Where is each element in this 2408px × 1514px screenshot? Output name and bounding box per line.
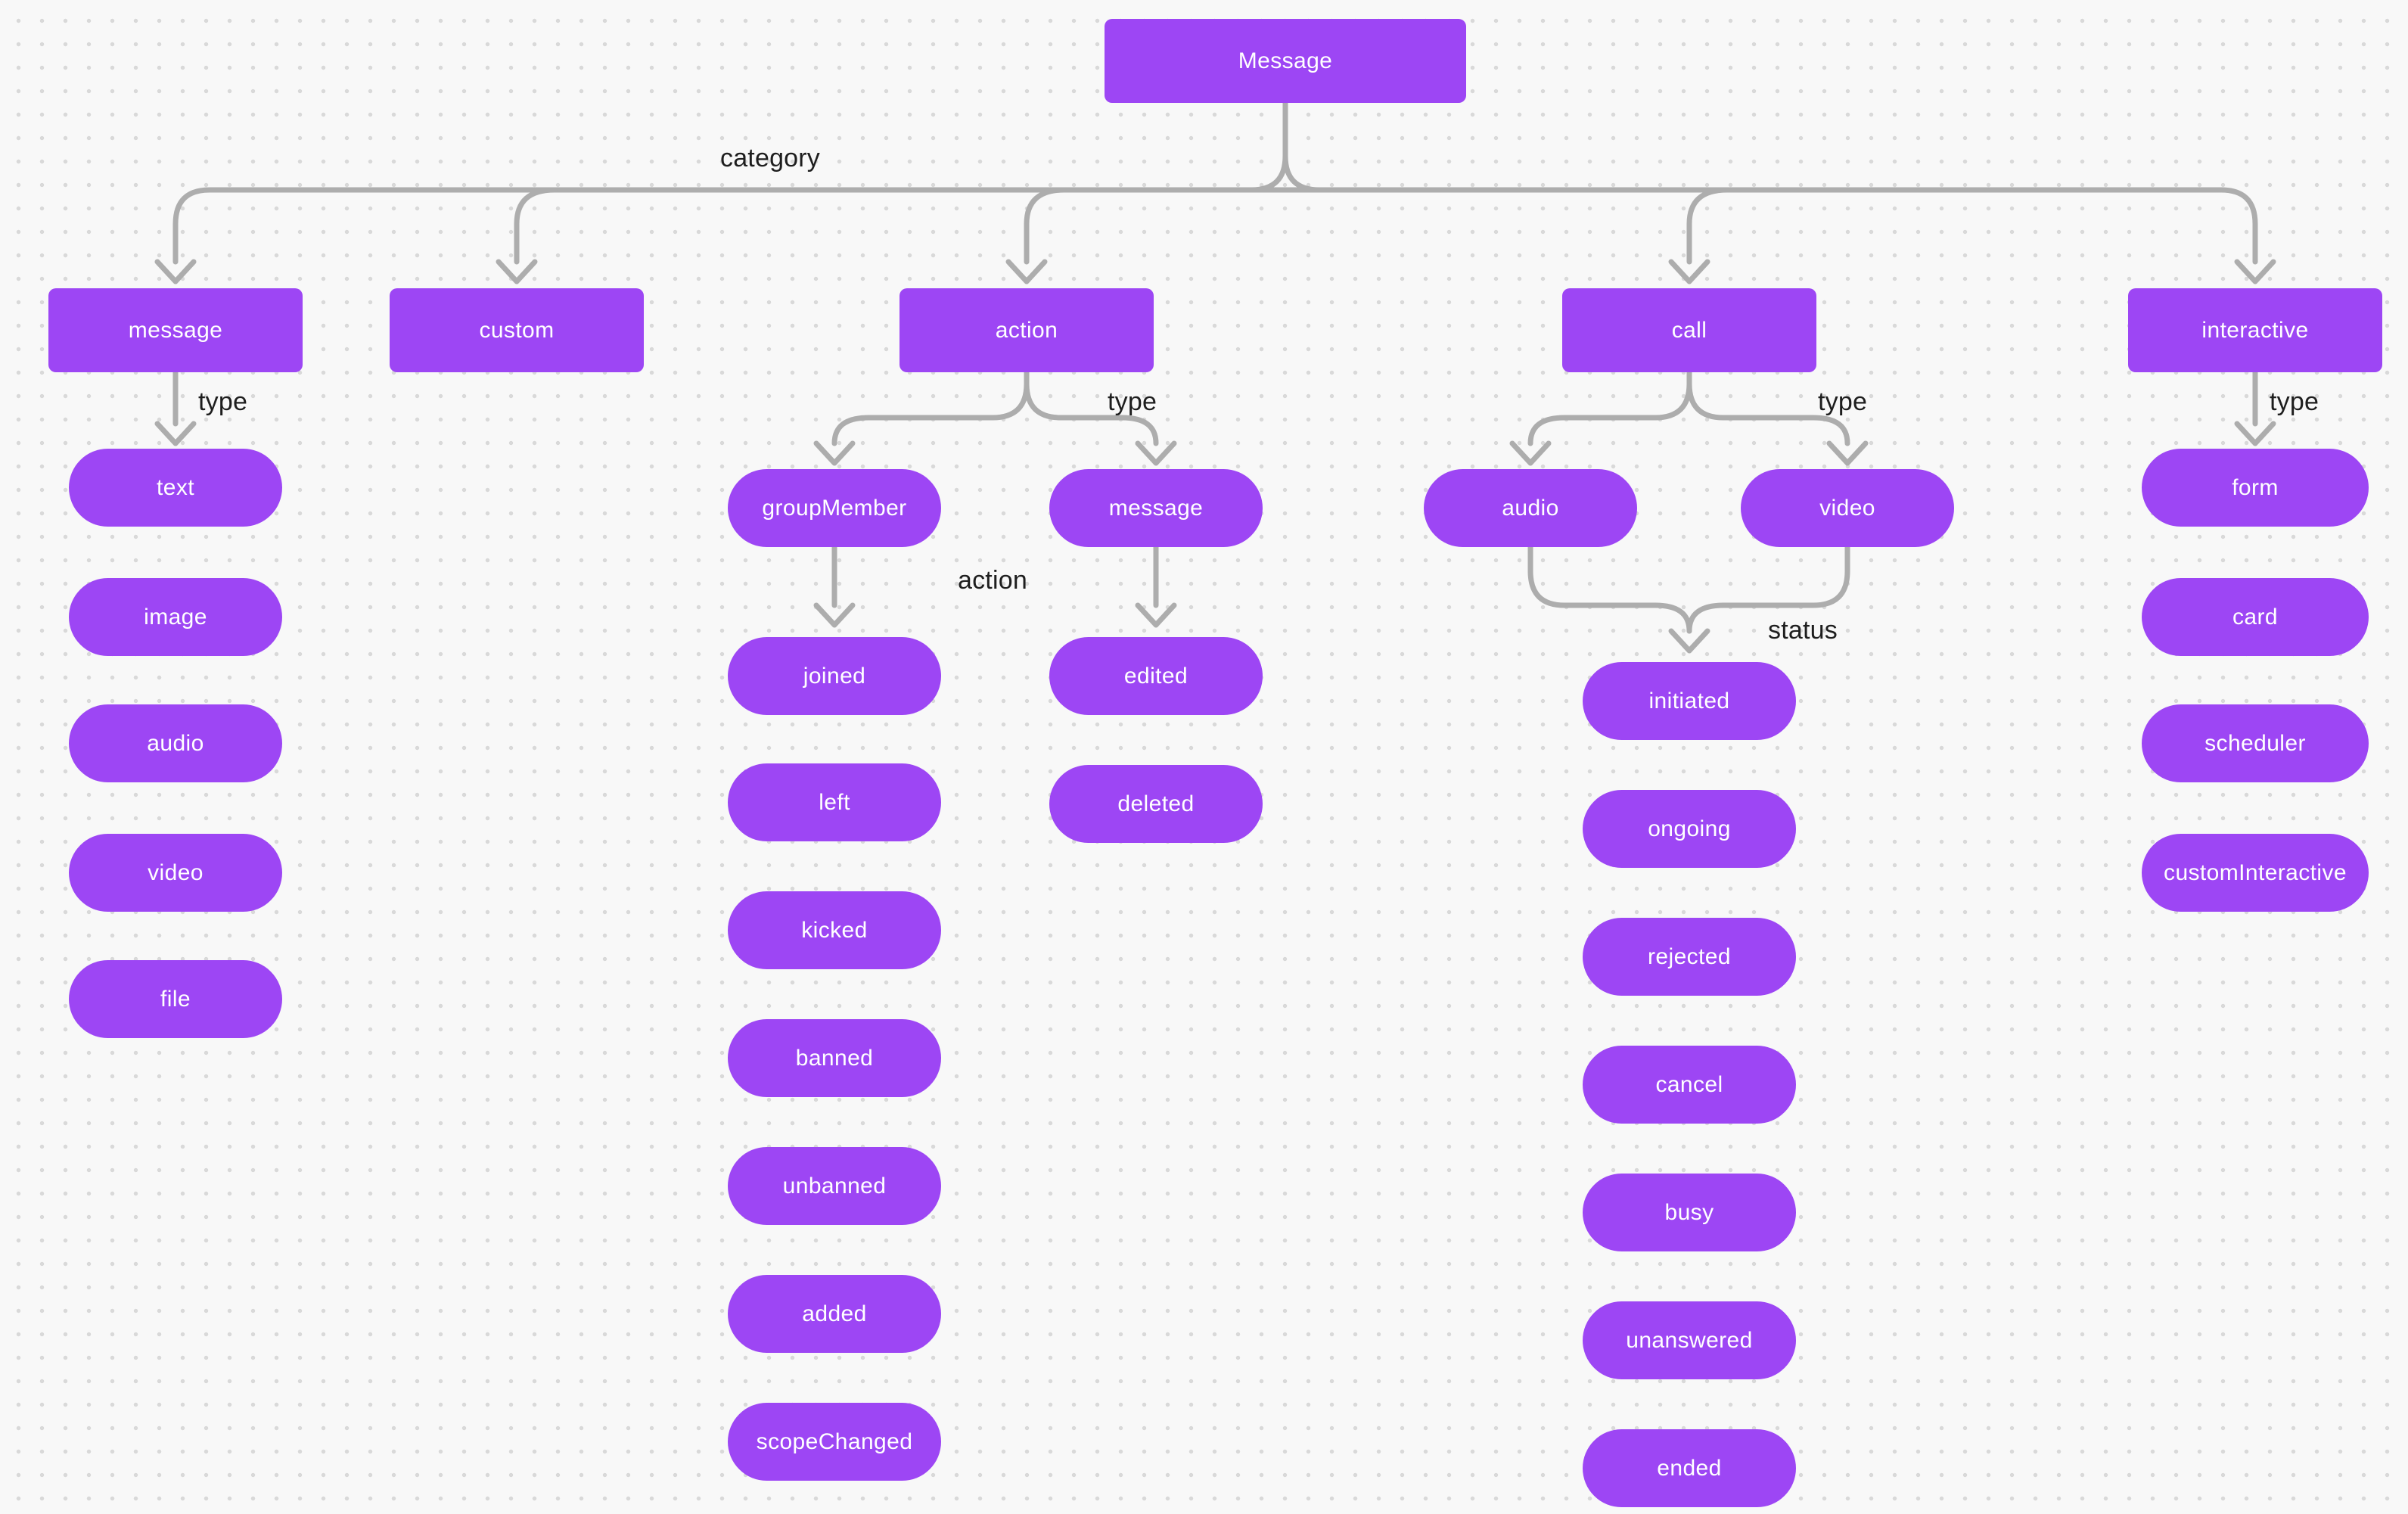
- edge-label-type-message: type: [198, 387, 248, 416]
- node-interactive-type-card[interactable]: card: [2142, 578, 2369, 656]
- arrowhead-to-initiated: [1668, 628, 1710, 654]
- node-action-type-message[interactable]: message: [1049, 469, 1263, 547]
- arrowhead-to-call: [1668, 259, 1710, 284]
- node-groupmember-action-joined[interactable]: joined: [728, 637, 941, 715]
- node-message-type-text[interactable]: text: [69, 449, 282, 527]
- node-interactive-type-scheduler[interactable]: scheduler: [2142, 704, 2369, 782]
- node-category-message[interactable]: message: [48, 288, 303, 372]
- node-call-status-unanswered[interactable]: unanswered: [1583, 1301, 1796, 1379]
- arrowhead-to-edited: [1135, 602, 1177, 628]
- node-call-status-initiated[interactable]: initiated: [1583, 662, 1796, 740]
- arrowhead-to-video: [1826, 440, 1869, 466]
- node-category-call[interactable]: call: [1562, 288, 1816, 372]
- node-message-action-deleted[interactable]: deleted: [1049, 765, 1263, 843]
- arrowhead-to-form: [2234, 421, 2276, 446]
- edge-label-action: action: [958, 566, 1027, 595]
- node-groupmember-action-added[interactable]: added: [728, 1275, 941, 1353]
- node-message-type-image[interactable]: image: [69, 578, 282, 656]
- connector-actionmessage-to-edited: [1135, 544, 1177, 628]
- node-interactive-type-form[interactable]: form: [2142, 449, 2369, 527]
- arrowhead-to-audio: [1509, 440, 1552, 466]
- arrowhead-to-groupmember: [813, 440, 856, 466]
- node-call-status-rejected[interactable]: rejected: [1583, 918, 1796, 996]
- node-call-type-audio[interactable]: audio: [1424, 469, 1637, 547]
- node-category-custom[interactable]: custom: [390, 288, 644, 372]
- node-groupmember-action-scopechanged[interactable]: scopeChanged: [728, 1403, 941, 1481]
- connector-action-split: [813, 369, 1177, 466]
- node-call-type-video[interactable]: video: [1741, 469, 1954, 547]
- arrowhead-to-interactive: [2234, 259, 2276, 284]
- edge-label-status: status: [1768, 616, 1838, 645]
- node-call-status-busy[interactable]: busy: [1583, 1174, 1796, 1251]
- node-message-type-audio[interactable]: audio: [69, 704, 282, 782]
- node-message-type-video[interactable]: video: [69, 834, 282, 912]
- arrowhead-to-action: [1005, 259, 1048, 284]
- node-category-action[interactable]: action: [900, 288, 1154, 372]
- connector-message-to-text: [154, 369, 197, 446]
- node-message-action-edited[interactable]: edited: [1049, 637, 1263, 715]
- node-groupmember-action-banned[interactable]: banned: [728, 1019, 941, 1097]
- arrowhead-to-message: [154, 259, 197, 284]
- node-call-status-ended[interactable]: ended: [1583, 1429, 1796, 1507]
- arrowhead-to-custom: [496, 259, 538, 284]
- connector-call-split: [1509, 369, 1869, 466]
- connector-root-to-categories: [154, 100, 2276, 284]
- node-message-root[interactable]: Message: [1105, 19, 1466, 103]
- node-interactive-type-custominteractive[interactable]: customInteractive: [2142, 834, 2369, 912]
- node-groupmember-action-kicked[interactable]: kicked: [728, 891, 941, 969]
- arrowhead-to-joined: [813, 602, 856, 628]
- arrowhead-to-action-message: [1135, 440, 1177, 466]
- node-groupmember-action-unbanned[interactable]: unbanned: [728, 1147, 941, 1225]
- arrowhead-to-text: [154, 421, 197, 446]
- node-message-type-file[interactable]: file: [69, 960, 282, 1038]
- node-groupmember-action-left[interactable]: left: [728, 763, 941, 841]
- connector-groupmember-to-joined: [813, 544, 856, 628]
- edge-label-type-action: type: [1108, 387, 1157, 416]
- node-call-status-cancel[interactable]: cancel: [1583, 1046, 1796, 1124]
- edge-label-type-interactive: type: [2270, 387, 2319, 416]
- edge-label-type-call: type: [1818, 387, 1868, 416]
- node-action-type-groupmember[interactable]: groupMember: [728, 469, 941, 547]
- node-call-status-ongoing[interactable]: ongoing: [1583, 790, 1796, 868]
- edge-label-category: category: [720, 144, 821, 173]
- node-category-interactive[interactable]: interactive: [2128, 288, 2382, 372]
- connector-interactive-to-form: [2234, 369, 2276, 446]
